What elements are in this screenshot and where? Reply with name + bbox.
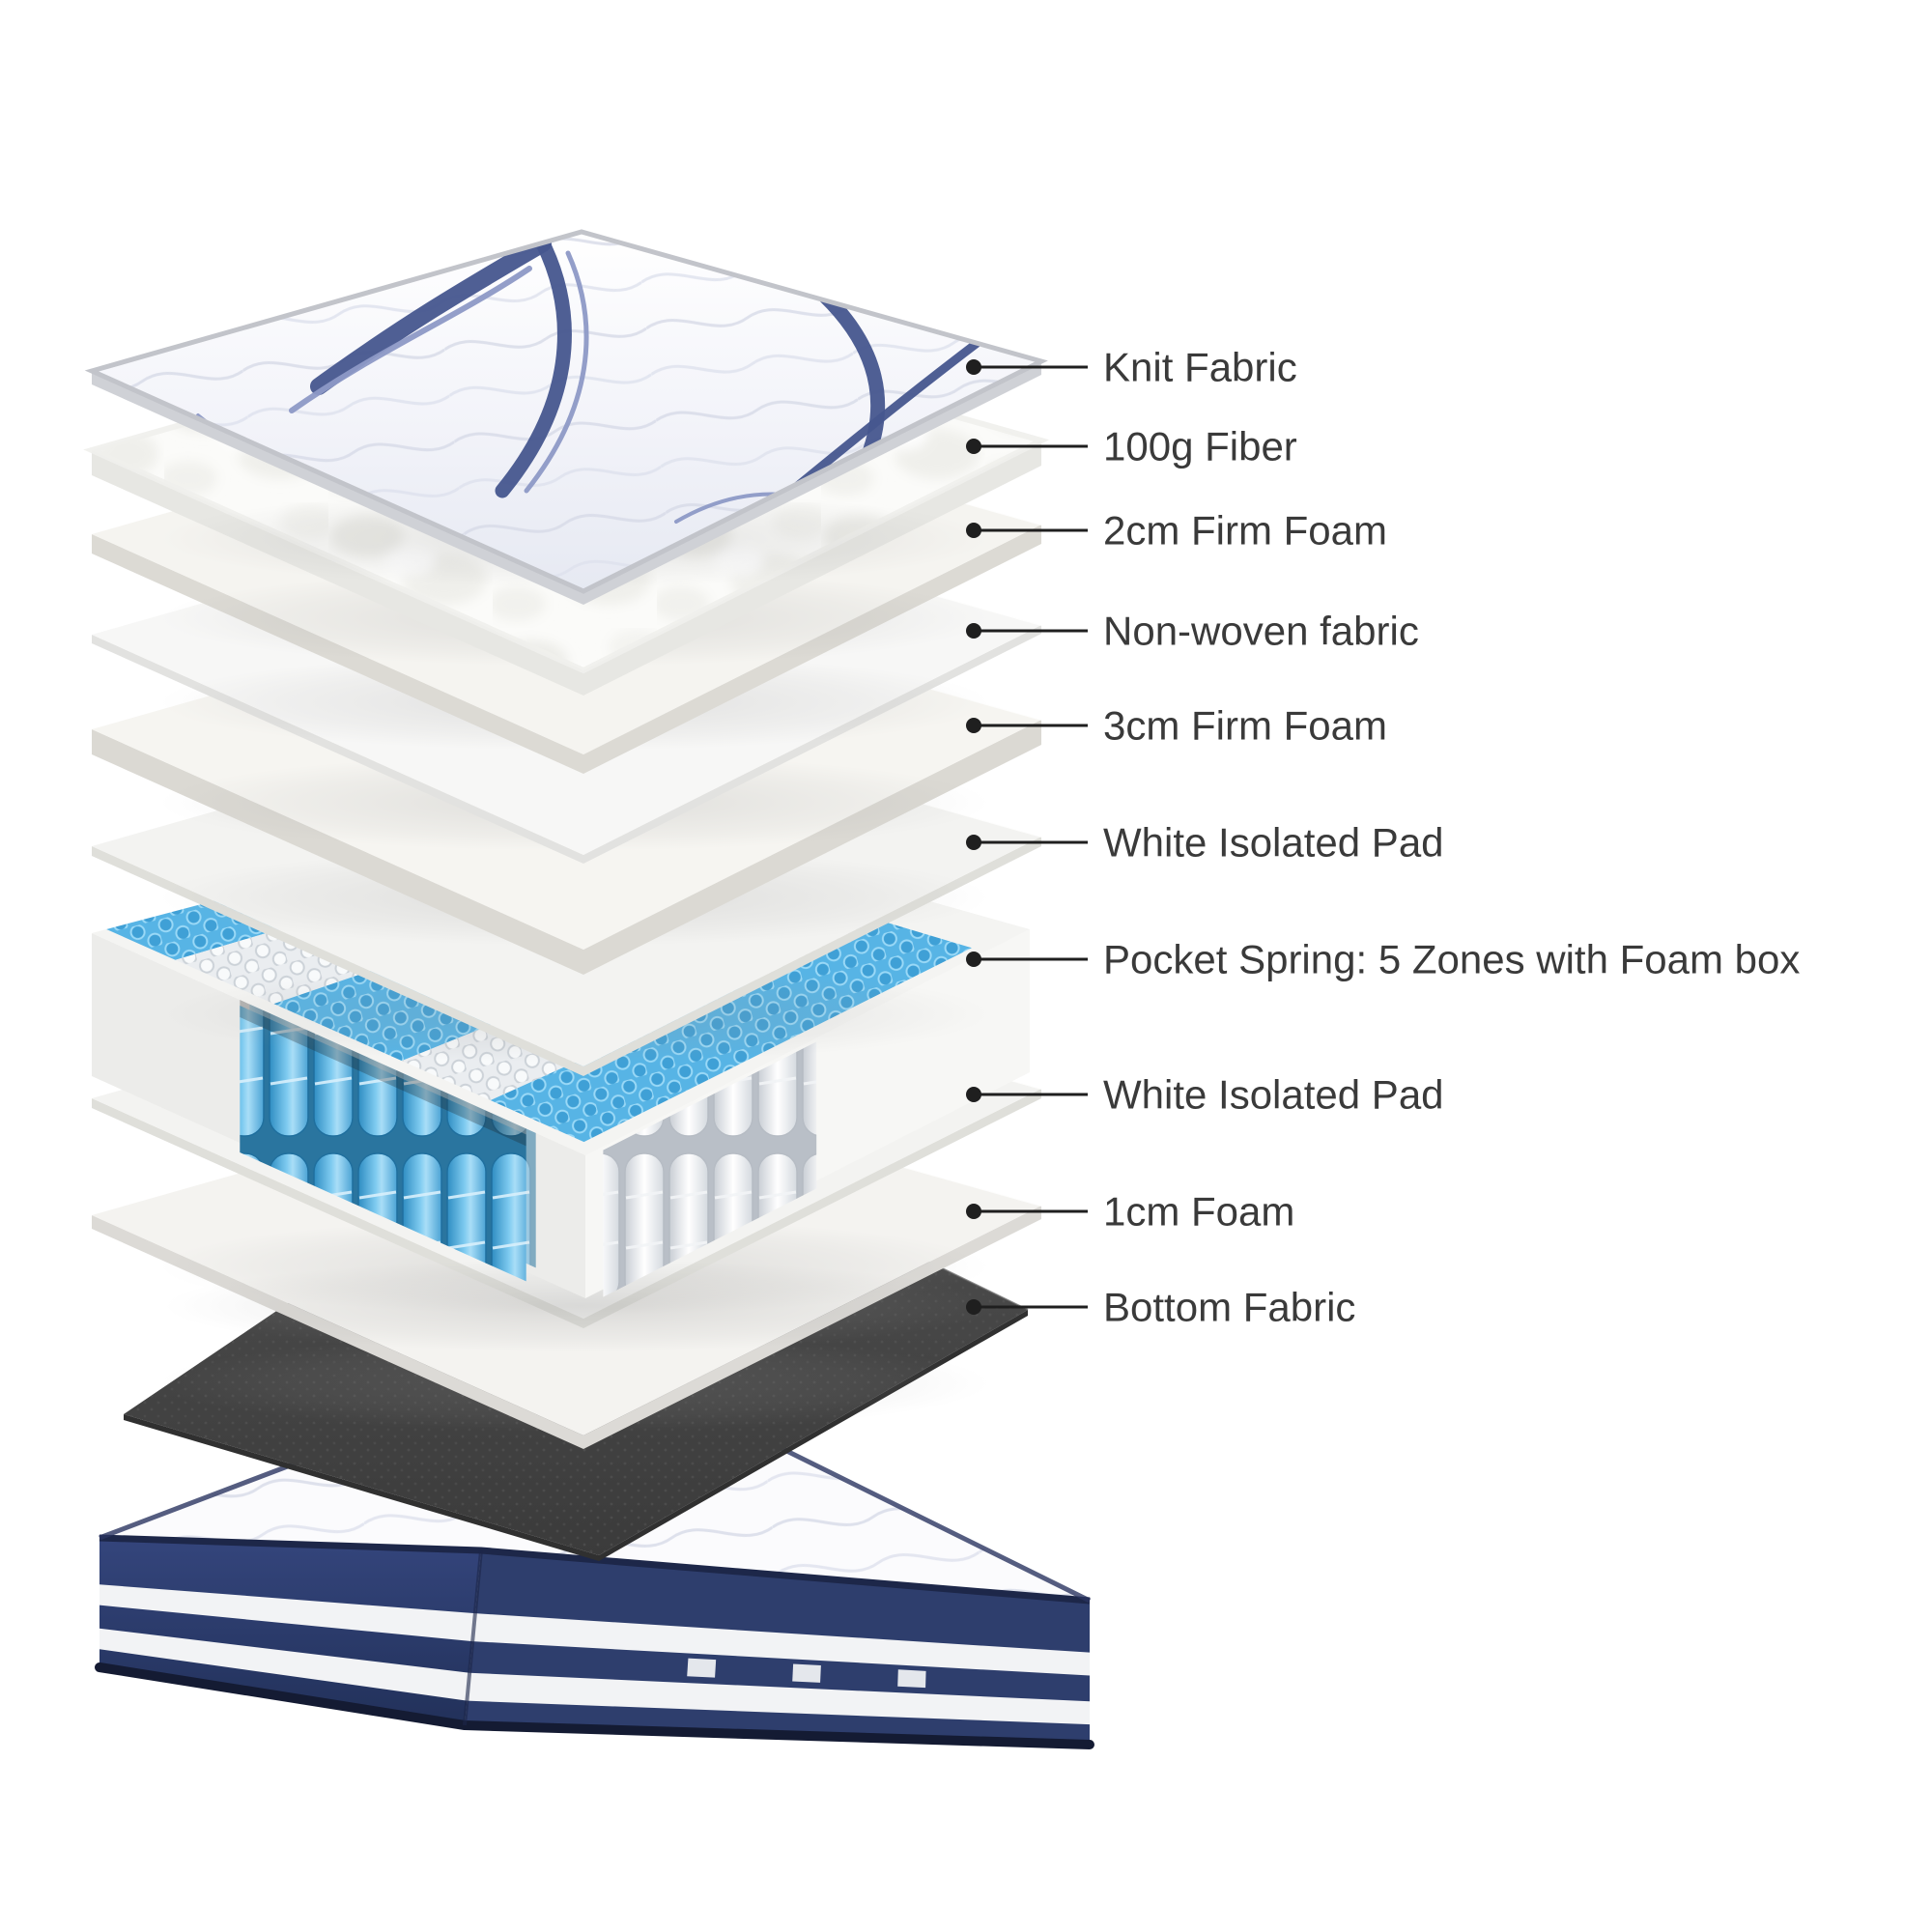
label-foam-1cm: 1cm Foam <box>1103 1189 1294 1235</box>
callout-foam-3cm: 3cm Firm Foam <box>966 703 1387 749</box>
label-white-pad-2: White Isolated Pad <box>1103 1072 1444 1118</box>
layer-stack <box>83 229 1050 1561</box>
callout-white-pad-2: White Isolated Pad <box>966 1072 1444 1118</box>
label-pocket-spring: Pocket Spring: 5 Zones with Foam box <box>1103 937 1800 982</box>
callout-dot <box>966 718 981 733</box>
mattress-handle-tab <box>687 1658 717 1678</box>
pocket-spring-coils <box>240 1006 526 1282</box>
label-fiber-100g: 100g Fiber <box>1103 424 1297 469</box>
callout-dot <box>966 835 981 850</box>
label-foam-2cm: 2cm Firm Foam <box>1103 508 1387 554</box>
callout-dot <box>966 623 981 639</box>
callout-foam-1cm: 1cm Foam <box>966 1189 1294 1235</box>
layer-knit-fabric <box>84 229 1048 605</box>
callouts: Knit Fabric 100g Fiber 2cm Firm FoamNon-wo… <box>966 345 1800 1330</box>
callout-white-pad-1: White Isolated Pad <box>966 820 1444 866</box>
callout-dot <box>966 523 981 538</box>
callout-dot <box>966 1299 981 1315</box>
mattress-handle-tab <box>792 1663 821 1683</box>
mattress-stripe <box>467 1672 1090 1725</box>
callout-dot <box>966 439 981 454</box>
label-knit-fabric: Knit Fabric <box>1103 345 1297 390</box>
label-bottom-fabric: Bottom Fabric <box>1103 1285 1355 1330</box>
callout-dot <box>966 1087 981 1102</box>
mattress-stripe <box>472 1613 1090 1676</box>
mattress-stripe <box>99 1584 475 1642</box>
callout-dot <box>966 359 981 375</box>
callout-non-woven: Non-woven fabric <box>966 609 1419 654</box>
callout-fiber-100g: 100g Fiber <box>966 424 1297 469</box>
callout-pocket-spring: Pocket Spring: 5 Zones with Foam box <box>966 937 1800 982</box>
pocket-spring-coils <box>603 1041 817 1297</box>
mattress-stripe <box>99 1628 470 1701</box>
mattress-handle-tab <box>897 1669 926 1689</box>
callout-knit-fabric: Knit Fabric <box>966 345 1297 390</box>
label-white-pad-1: White Isolated Pad <box>1103 820 1444 866</box>
callout-foam-2cm: 2cm Firm Foam <box>966 508 1387 554</box>
callout-dot <box>966 1204 981 1219</box>
callout-dot <box>966 952 981 967</box>
label-foam-3cm: 3cm Firm Foam <box>1103 703 1387 749</box>
callout-bottom-fabric: Bottom Fabric <box>966 1285 1355 1330</box>
label-non-woven: Non-woven fabric <box>1103 609 1419 654</box>
